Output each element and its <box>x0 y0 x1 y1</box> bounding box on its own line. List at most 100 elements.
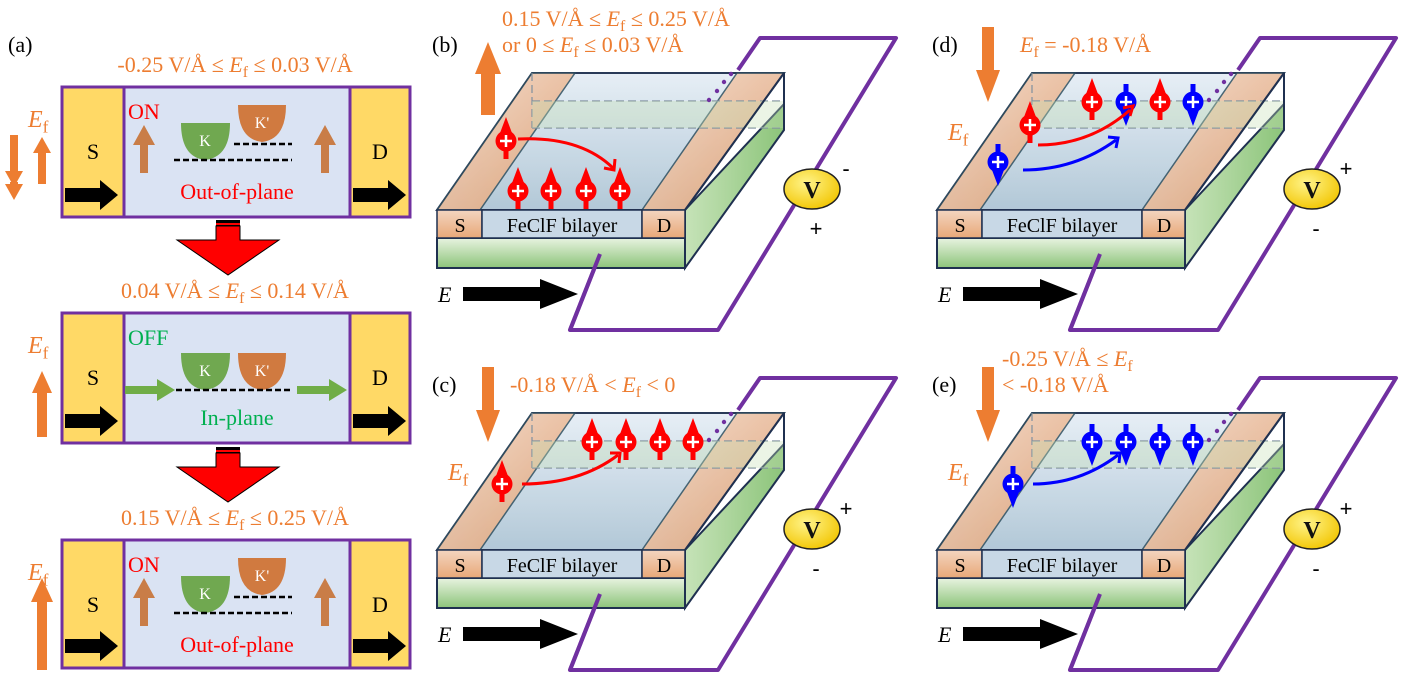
channel-front <box>481 209 643 239</box>
condition-prefix: -0.25 V/Å ≤ <box>1002 346 1114 371</box>
spin-up-arrow-icon <box>654 418 666 434</box>
ef-up-arrow-icon <box>475 42 501 115</box>
plus-sign-icon <box>614 185 626 197</box>
plus-sign-icon <box>496 478 508 490</box>
voltmeter-icon <box>1283 508 1341 550</box>
condition-prefix: 0.15 V/Å ≤ <box>121 505 226 530</box>
plus-sign-icon <box>580 185 592 197</box>
ellipsis-dot <box>721 419 727 425</box>
panel-label-e: (e) <box>932 372 956 397</box>
condition-suffix: ≤ 0.03 V/Å <box>248 52 353 77</box>
field-symbol: E <box>1019 32 1034 57</box>
ef-label: Ef <box>447 460 469 489</box>
arrow-body <box>175 452 281 503</box>
condition-line-2: < -0.18 V/Å <box>1002 372 1109 397</box>
polarity-bottom: + <box>810 216 823 241</box>
switch-status-label: ON <box>128 552 160 577</box>
condition-line-1: -0.18 V/Å < Ef < 0 <box>510 372 675 401</box>
field-symbol: E <box>606 6 621 31</box>
condition-prefix: < -0.18 V/Å <box>1002 372 1109 397</box>
transport-path-arrow-icon <box>1022 138 1117 172</box>
device-panels: (b)0.15 V/Å ≤ Ef ≤ 0.25 V/Åor 0 ≤ Ef ≤ 0… <box>432 6 1398 672</box>
field-subscript: f <box>573 44 579 61</box>
ef-down-arrow-icon <box>976 367 1000 442</box>
drain-label: D <box>1157 215 1171 237</box>
current-arrow-icon <box>65 631 118 661</box>
plus-sign-icon <box>620 436 632 448</box>
ellipsis-dot <box>728 71 734 77</box>
spin-up-arrow-icon <box>620 418 632 434</box>
source-label: S <box>954 215 965 237</box>
plus-sign-icon <box>1154 436 1166 448</box>
voltmeter-icon <box>783 508 841 550</box>
state-condition: 0.15 V/Å ≤ Ef ≤ 0.25 V/Å <box>121 505 349 534</box>
voltmeter-icon <box>1283 168 1341 210</box>
valley-kprime-icon <box>238 105 286 142</box>
electric-field-label: E <box>437 622 452 647</box>
voltmeter-label: V <box>1303 518 1321 544</box>
plus-sign-icon <box>1120 436 1132 448</box>
field-symbol: E <box>621 372 636 397</box>
field-subscript: f <box>239 517 245 534</box>
field-symbol: E <box>27 560 43 586</box>
spin-up-arrow-icon <box>545 167 557 183</box>
transport-mode-label: Out-of-plane <box>180 632 294 657</box>
circuit-wire <box>568 253 602 331</box>
ellipsis-dot <box>1221 79 1227 85</box>
spin-up-arrow-icon <box>496 460 508 476</box>
voltmeter-label: V <box>1303 178 1321 204</box>
spin-up-arrow-icon <box>614 167 626 183</box>
transport-mode-label: Out-of-plane <box>180 179 294 204</box>
substrate-front <box>436 237 686 269</box>
electric-field-arrow-icon <box>963 619 1078 649</box>
substrate-back <box>532 101 784 128</box>
plus-sign-icon <box>545 185 557 197</box>
condition-suffix: < 0 <box>641 372 675 397</box>
current-arrow-icon <box>353 406 406 436</box>
source-front <box>436 549 483 579</box>
source-label: S <box>454 215 465 237</box>
plus-sign-icon <box>1154 96 1166 108</box>
ef-down-arrow-icon <box>5 182 23 200</box>
valley-k-icon <box>181 576 230 613</box>
condition-suffix: ≤ 0.25 V/Å <box>625 6 730 31</box>
transport-path-arrow-icon <box>1032 453 1119 486</box>
plus-sign-icon <box>1024 119 1036 131</box>
condition-suffix: ≤ 0.25 V/Å <box>244 505 349 530</box>
field-subscript: f <box>43 343 49 362</box>
electric-field-label: E <box>437 282 452 307</box>
field-subscript: f <box>43 570 49 589</box>
channel-label: FeClF bilayer <box>507 215 618 237</box>
spin-up-arrow-icon <box>512 167 524 183</box>
channel-front <box>981 209 1143 239</box>
out-of-plane-arrow-icon <box>133 125 155 173</box>
field-subscript: f <box>43 117 49 136</box>
spin-up-arrow-icon <box>687 418 699 434</box>
transition-arrow-icon <box>175 220 281 276</box>
ef-label: Ef <box>947 460 969 489</box>
valley-kprime-label: K' <box>255 115 270 132</box>
source-label: S <box>87 592 99 617</box>
spin-up-arrow-icon <box>580 167 592 183</box>
arrow-head <box>1122 104 1136 117</box>
drain-label: D <box>372 139 388 164</box>
ef-up-arrow-icon <box>33 137 51 184</box>
field-symbol: E <box>225 505 240 530</box>
channel-label: FeClF bilayer <box>507 555 618 577</box>
state-condition: 0.04 V/Å ≤ Ef ≤ 0.14 V/Å <box>121 278 349 307</box>
condition-suffix: = -0.18 V/Å <box>1039 32 1151 57</box>
ef-label: Ef <box>27 333 49 362</box>
electric-field-arrow-icon <box>463 619 578 649</box>
electric-field-label: E <box>937 282 952 307</box>
transition-arrow-icon <box>175 447 281 503</box>
channel-label: FeClF bilayer <box>1007 555 1118 577</box>
panel-label-a: (a) <box>8 32 32 57</box>
field-symbol: E <box>228 52 243 77</box>
source-label: S <box>954 555 965 577</box>
transport-path-arrow-icon <box>1037 108 1131 147</box>
